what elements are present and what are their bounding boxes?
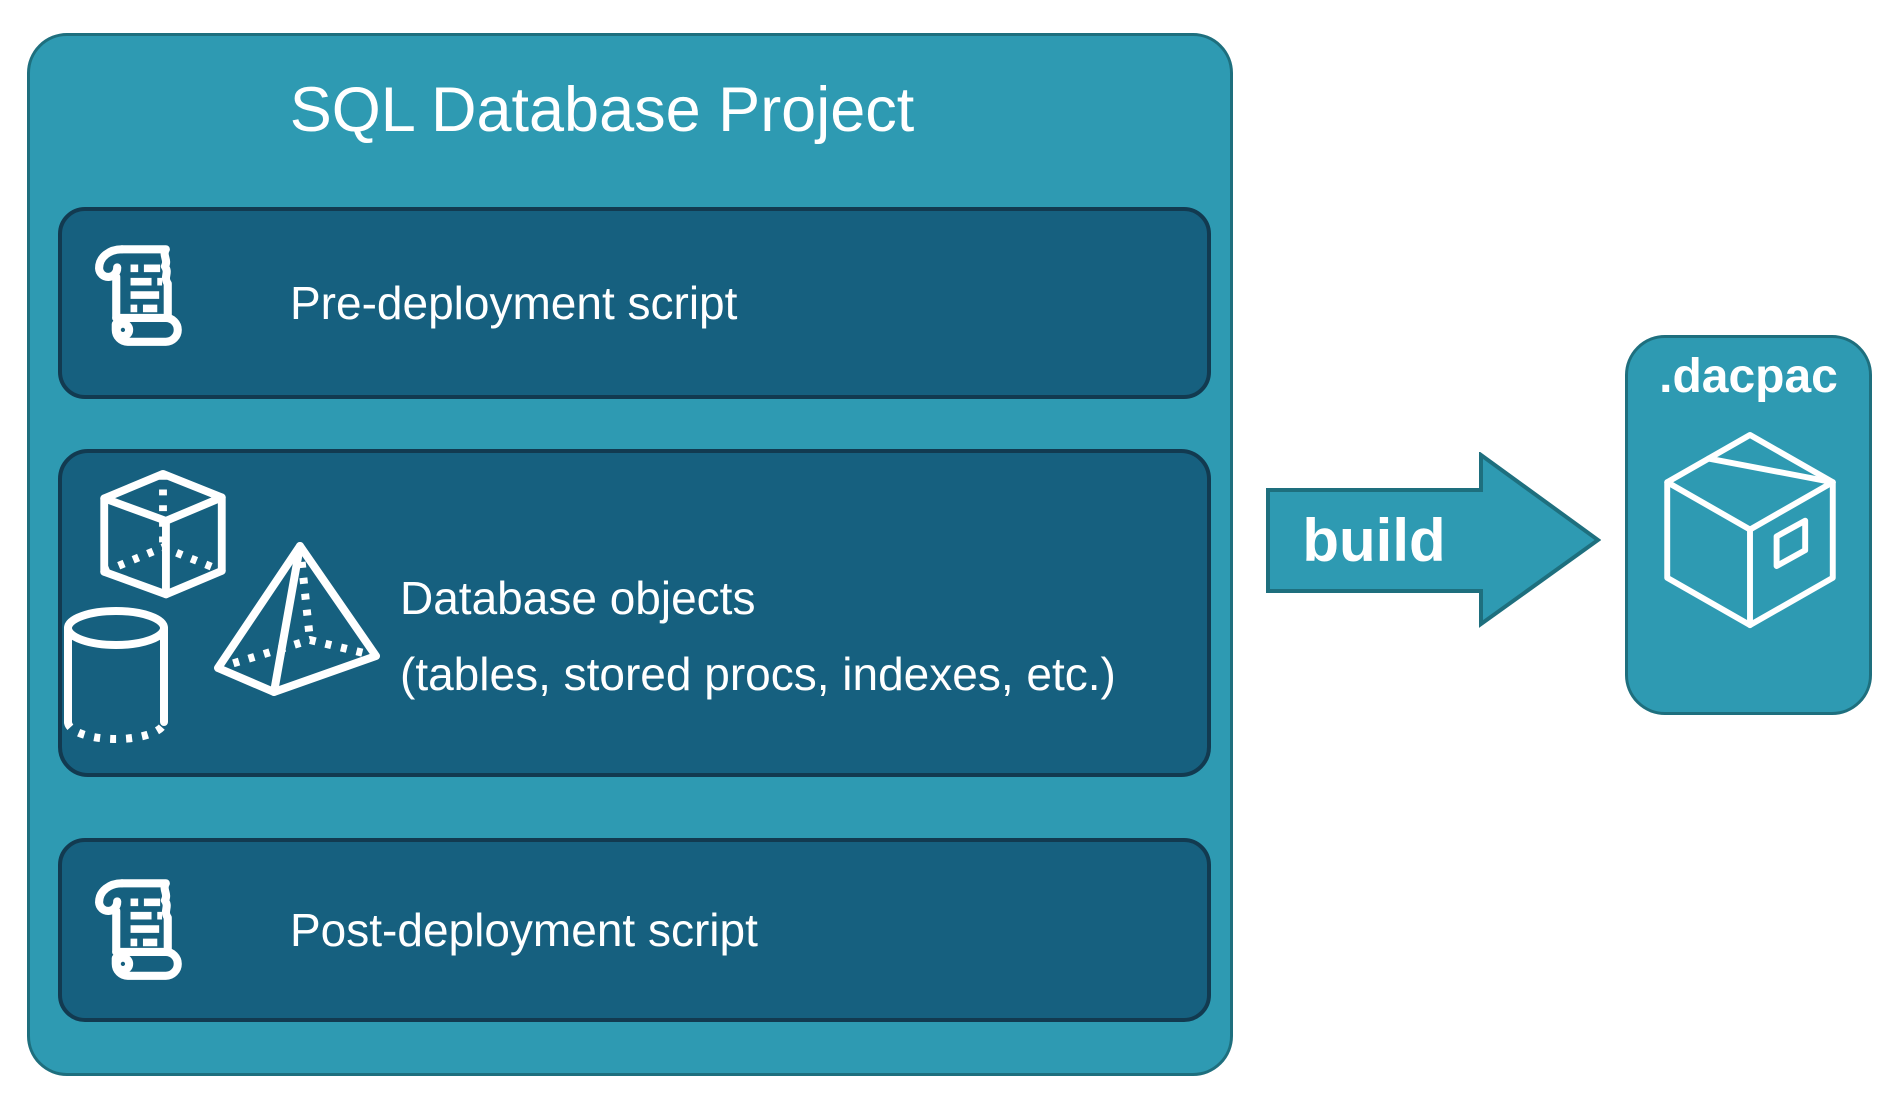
build-label: build	[1302, 507, 1446, 574]
project-title: SQL Database Project	[289, 75, 915, 145]
cuboid-icon	[100, 469, 226, 599]
database-objects-label: Database objects (tables, stored procs, …	[400, 560, 1116, 712]
pyramid-icon	[214, 542, 380, 696]
post-deployment-label: Post-deployment script	[290, 904, 758, 956]
scroll-icon	[95, 245, 182, 346]
cylinder-icon	[64, 607, 168, 743]
pre-deployment-panel	[58, 207, 1211, 399]
database-objects-line2: (tables, stored procs, indexes, etc.)	[400, 648, 1116, 700]
database-objects-line1: Database objects	[400, 572, 756, 624]
pre-deployment-label: Pre-deployment script	[290, 277, 738, 329]
dacpac-label: .dacpac	[1659, 350, 1838, 403]
package-icon	[1664, 431, 1836, 629]
build-arrow-icon	[1266, 452, 1601, 628]
post-deployment-panel	[58, 838, 1211, 1022]
scroll-icon	[95, 879, 182, 980]
